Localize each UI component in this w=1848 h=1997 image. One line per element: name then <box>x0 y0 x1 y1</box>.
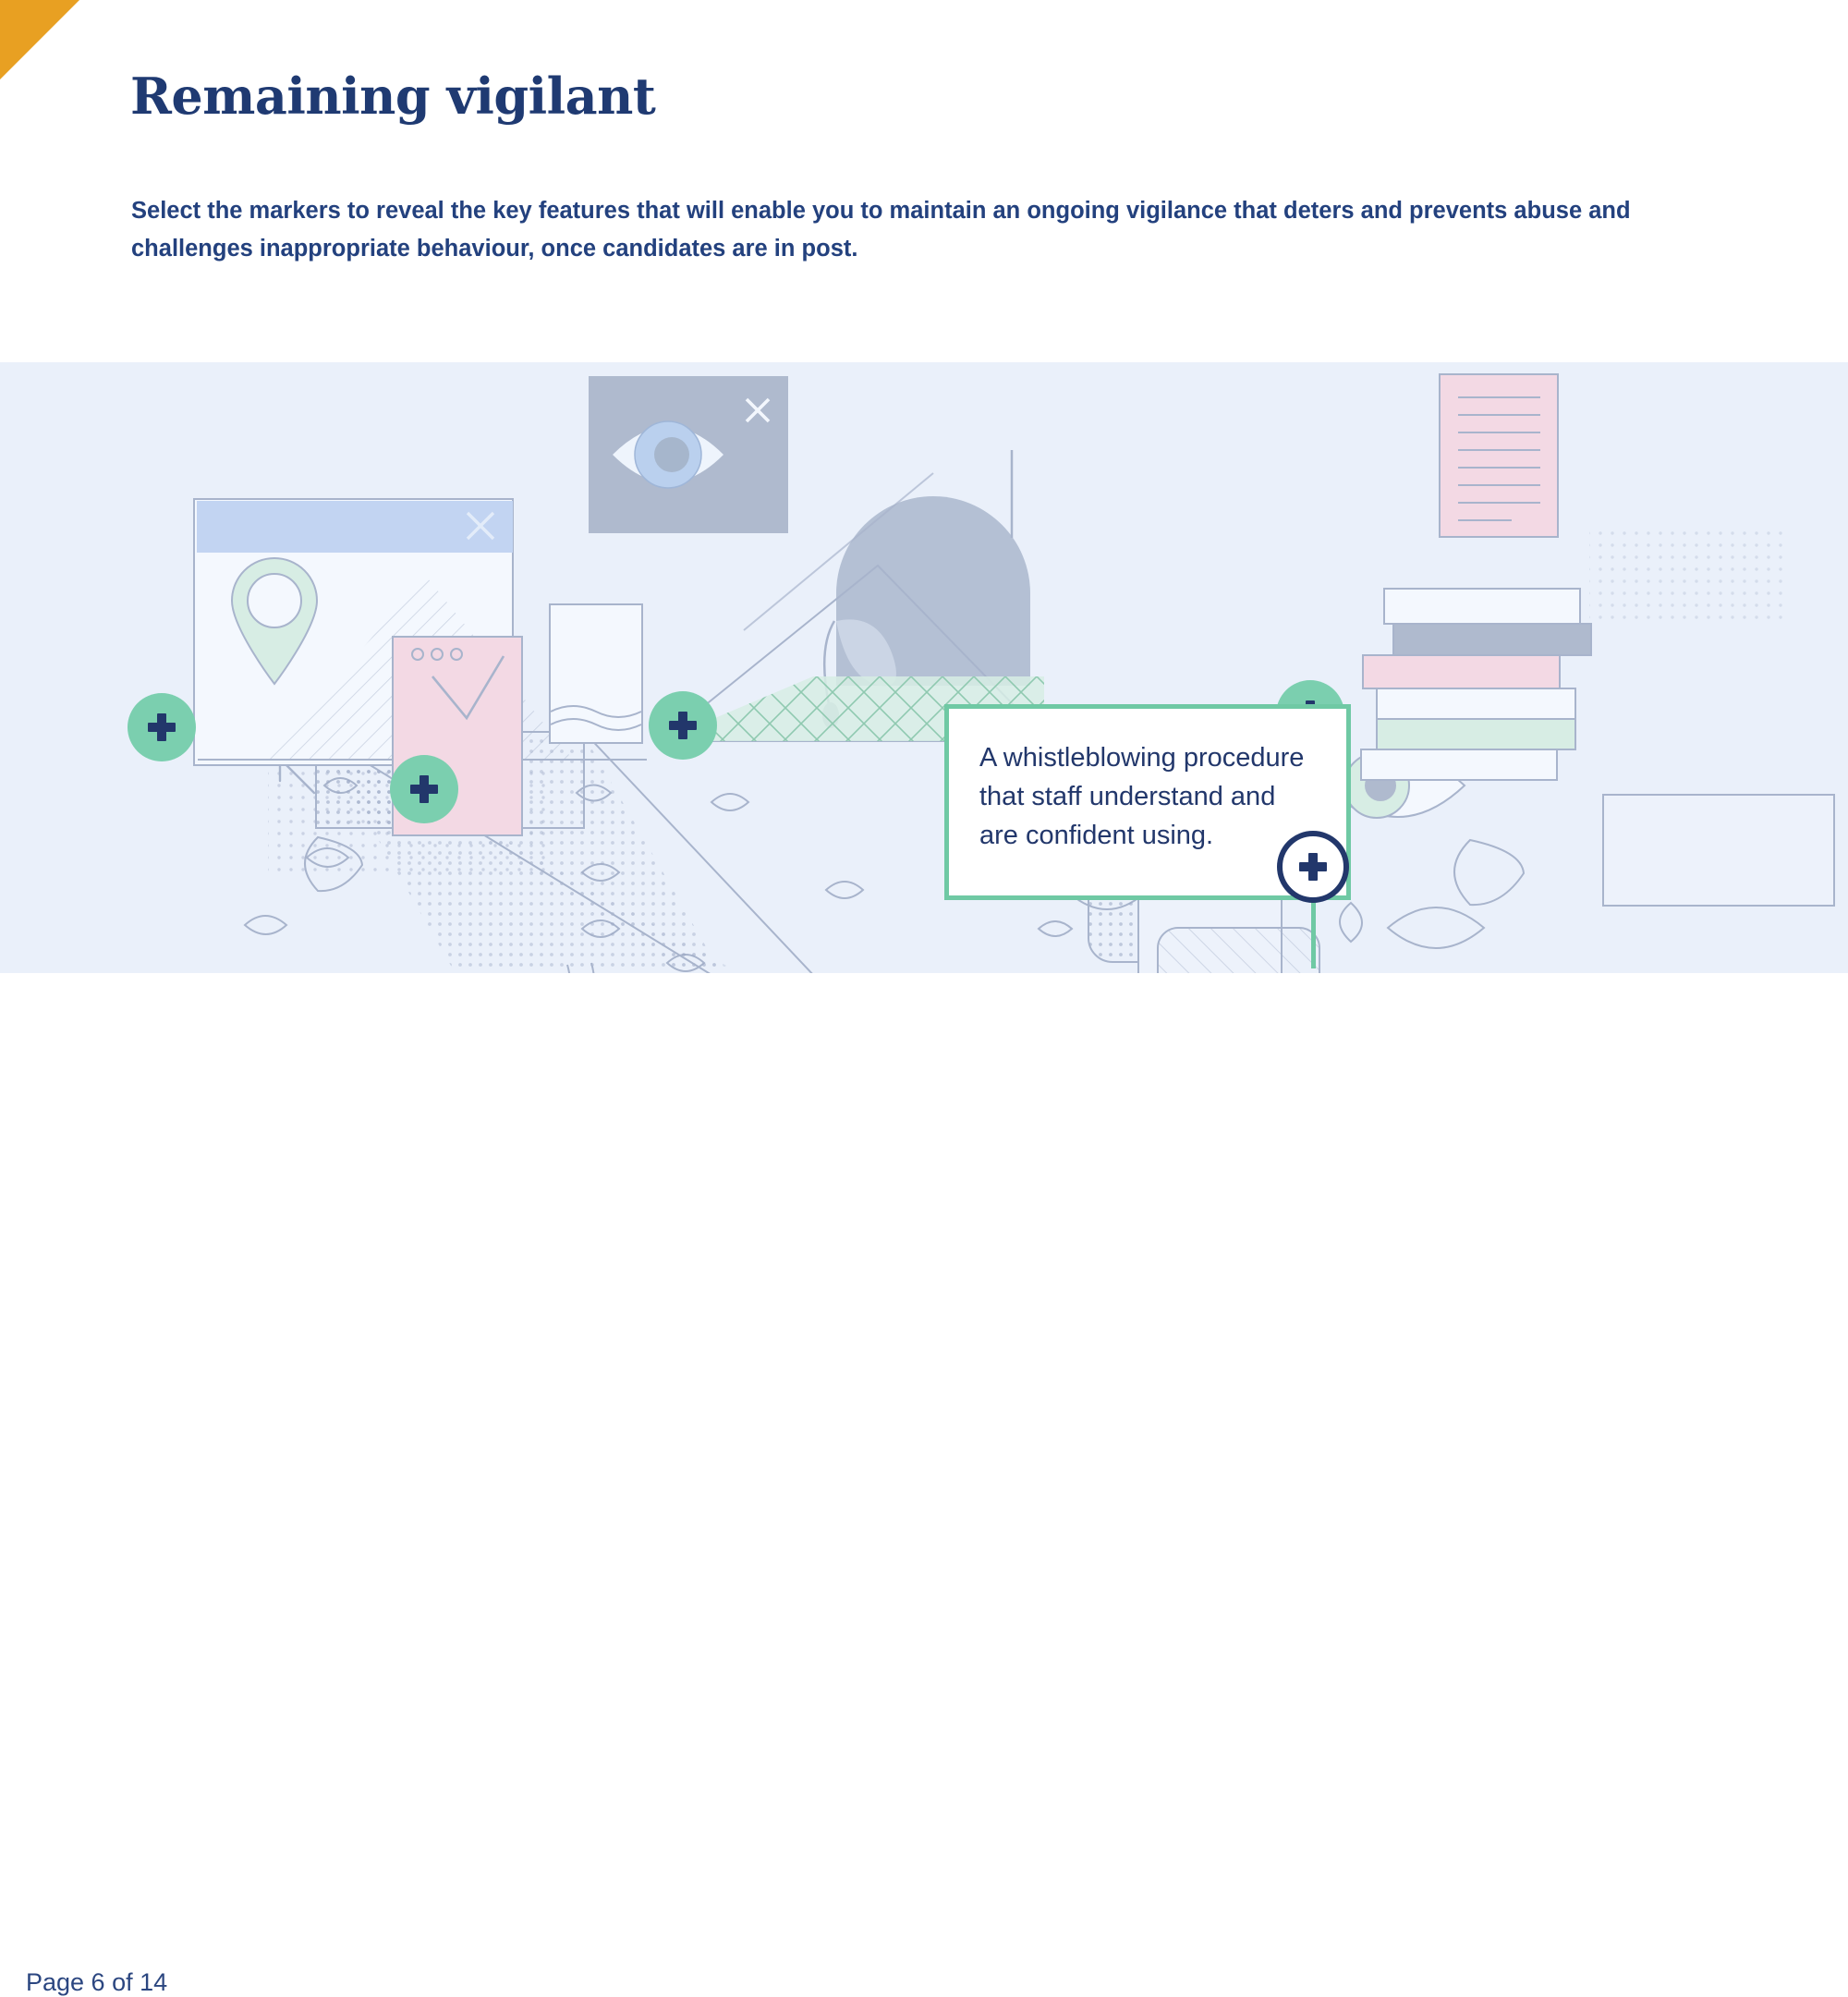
intro-paragraph: Select the markers to reveal the key fea… <box>131 198 1631 262</box>
marker-2[interactable] <box>390 755 458 823</box>
plus-icon <box>419 775 429 803</box>
close-x-icon <box>745 397 771 423</box>
plus-icon <box>1308 853 1318 881</box>
wavy-document <box>549 603 643 744</box>
tooltip-text: A whistleblowing procedure that staff un… <box>979 743 1305 850</box>
eye-photo-panel <box>589 376 788 533</box>
check-icon <box>431 655 505 721</box>
tooltip-connector-line <box>1311 899 1316 968</box>
header: Remaining vigilant Select the markers to… <box>0 0 1848 362</box>
corner-accent-triangle <box>0 0 79 79</box>
marker-5-active[interactable] <box>1277 831 1349 903</box>
marker-1[interactable] <box>128 693 196 761</box>
book-stack <box>1360 588 1592 781</box>
plus-icon <box>678 712 687 739</box>
page-indicator: Page 6 of 14 <box>26 1968 168 1996</box>
plus-icon <box>157 713 166 741</box>
footer: Page 6 of 14 <box>0 973 1848 1996</box>
illustration-panel <box>0 362 1848 973</box>
lined-document <box>1439 373 1559 538</box>
vigilance-illustration <box>193 373 1835 973</box>
marker-3[interactable] <box>649 691 717 760</box>
page-title: Remaining vigilant <box>130 67 656 126</box>
map-pin-icon <box>230 556 319 686</box>
